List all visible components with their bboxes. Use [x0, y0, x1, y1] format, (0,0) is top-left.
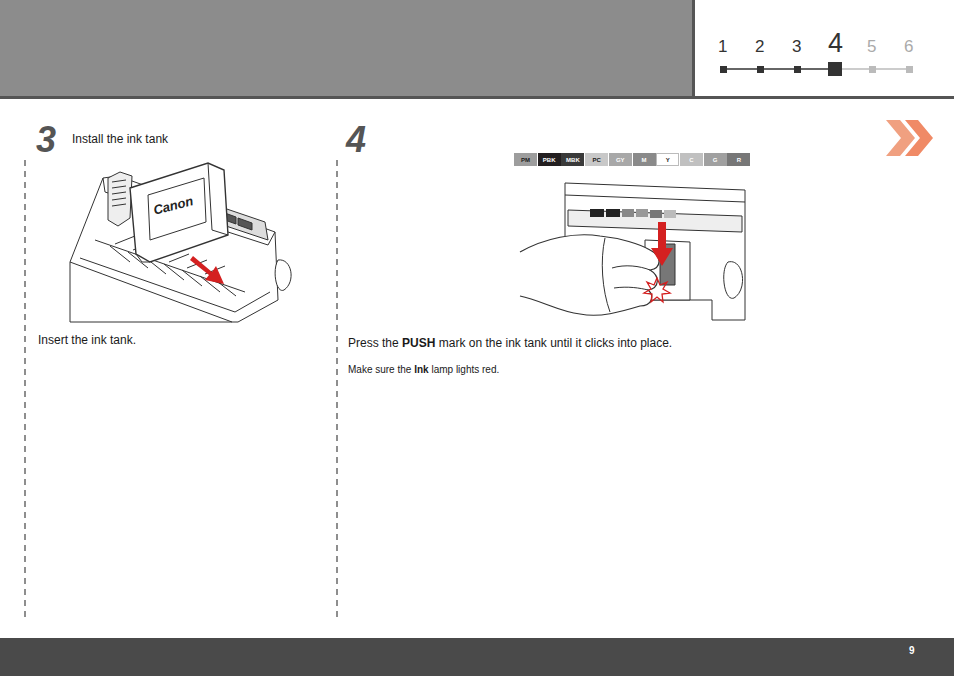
ink-color-chip: PM	[514, 153, 537, 166]
progress-current	[828, 62, 842, 76]
header-bar	[0, 0, 692, 97]
step-number: 1	[718, 38, 727, 55]
ink-color-code: PBK	[543, 157, 556, 163]
progress-dot	[720, 66, 727, 73]
ink-color-chip: MBK	[561, 153, 584, 166]
progress-line	[723, 68, 835, 70]
header-divider	[692, 0, 695, 97]
hand-illustration	[520, 235, 659, 316]
ink-color-code: GY	[616, 157, 625, 163]
ink-color-chip: Y	[656, 153, 679, 166]
ink-color-chip: PC	[585, 153, 608, 166]
step-number: 5	[867, 38, 876, 55]
footer-bar	[0, 638, 954, 676]
emphasis-text: PUSH	[402, 336, 435, 350]
ink-slot-mark	[622, 209, 634, 217]
header-rule	[0, 96, 954, 99]
insert-arrow	[190, 256, 224, 284]
hand-illustration	[602, 238, 650, 312]
ink-color-chip: G	[704, 153, 727, 166]
emphasis-text: Ink	[414, 364, 428, 376]
ink-color-code: Y	[666, 157, 670, 163]
next-chevron	[905, 120, 933, 156]
instruction-text: Press the	[348, 336, 399, 350]
push-arrow	[651, 222, 673, 266]
step-number: 6	[904, 38, 913, 55]
dashed-separator	[336, 160, 337, 620]
ink-slot-mark	[606, 209, 620, 217]
ink-color-chip: GY	[609, 153, 632, 166]
step-number-current: 4	[828, 30, 843, 57]
note-text: Make sure the	[348, 364, 411, 376]
ink-slot-mark	[590, 209, 604, 217]
progress-dot	[869, 66, 876, 73]
step-number: 2	[755, 38, 764, 55]
instruction-text: Insert the ink tank.	[38, 334, 136, 346]
dashed-separator	[24, 160, 25, 620]
click-burst	[644, 278, 670, 302]
ink-color-chip: R	[727, 153, 750, 166]
ink-color-chip: PBK	[538, 153, 561, 166]
ink-color-chip: M	[633, 153, 656, 166]
instruction-line: Press thePUSH mark on the ink tank until …	[348, 332, 676, 351]
ink-slot-mark	[664, 210, 676, 218]
ink-color-code: G	[713, 157, 718, 163]
ink-color-code: PC	[592, 157, 600, 163]
ink-color-code: PM	[521, 157, 530, 163]
ink-color-code: MBK	[566, 157, 580, 163]
note-line: Make sure theInklamp lights red.	[348, 358, 502, 377]
ink-slot-mark	[650, 210, 662, 218]
step-heading-number: 3	[36, 122, 56, 158]
progress-dot	[906, 66, 913, 73]
carriage-illustration	[70, 163, 291, 322]
progress-dot	[757, 66, 764, 73]
ink-color-code: C	[689, 157, 693, 163]
ink-color-code: R	[737, 157, 741, 163]
brand-logo: Canon	[152, 194, 194, 216]
step-number: 3	[792, 38, 801, 55]
progress-dot	[794, 66, 801, 73]
ink-slot-mark	[636, 209, 648, 217]
note-text: lamp lights red.	[431, 364, 499, 376]
step-heading: Install the ink tank	[72, 133, 168, 145]
page-number: 9	[909, 646, 915, 656]
step-heading-number: 4	[346, 122, 366, 158]
instruction-text: mark on the ink tank until it clicks int…	[439, 336, 672, 350]
ink-color-chip: C	[680, 153, 703, 166]
ink-color-code: M	[642, 157, 647, 163]
